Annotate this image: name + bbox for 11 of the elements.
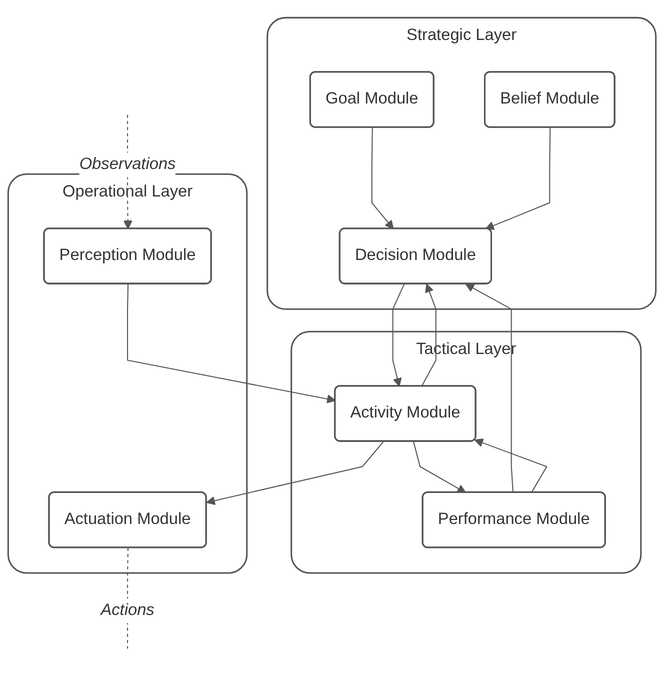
edge-label: Observations [79, 156, 176, 174]
arrow [371, 128, 394, 230]
edge-label: Actions [100, 602, 154, 619]
arrow [127, 284, 336, 404]
arrow [421, 284, 436, 387]
arrow [392, 284, 405, 387]
arrow [412, 441, 466, 494]
arrow [474, 438, 548, 493]
arrow [206, 441, 384, 506]
arrow [465, 284, 514, 493]
arrow [485, 128, 551, 230]
